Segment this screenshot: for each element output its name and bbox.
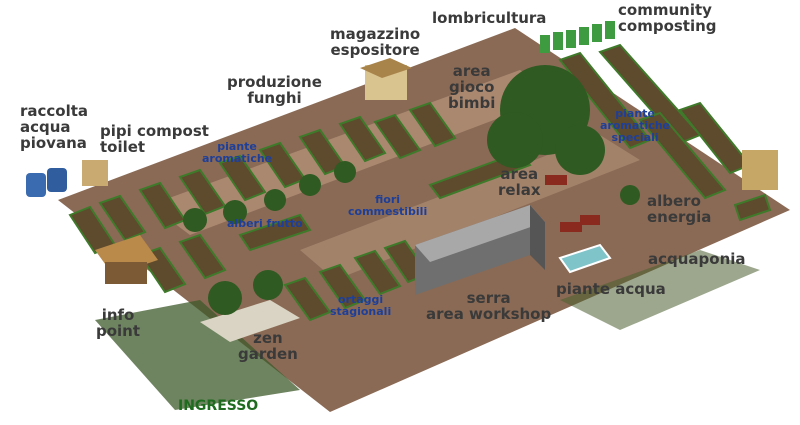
bed <box>373 113 422 160</box>
tree <box>223 200 247 224</box>
bin <box>592 24 602 42</box>
compost-bins <box>540 21 615 53</box>
bed <box>638 111 727 200</box>
bed <box>238 213 312 252</box>
bench <box>545 175 567 185</box>
label-alberi-frutto: alberi frutto <box>227 217 303 230</box>
label-produzione-funghi: produzione funghi <box>227 73 322 108</box>
grass-patch-left <box>95 300 300 410</box>
bin <box>605 21 615 39</box>
bed <box>733 193 772 222</box>
label-acquaponia: acquaponia <box>648 250 746 268</box>
label-piante-acqua: piante acqua <box>556 280 666 298</box>
bed <box>338 115 387 163</box>
label-raccolta-acqua-piovana: raccolta acqua piovana <box>20 102 89 153</box>
bin <box>553 32 563 50</box>
tree <box>487 112 543 168</box>
tree <box>299 174 321 196</box>
label-info-point: info point <box>96 306 141 341</box>
tree <box>253 270 283 300</box>
bed <box>178 233 227 280</box>
tree <box>620 185 640 205</box>
storage-roof <box>360 58 412 78</box>
label-area-relax: area relax <box>498 165 541 200</box>
bed <box>218 154 267 202</box>
bed <box>353 249 402 296</box>
label-ortaggi-stagionali: ortaggi stagionali <box>330 293 392 318</box>
bed <box>98 194 147 242</box>
relax-benches <box>545 175 600 232</box>
aquaponics-tank <box>558 243 612 274</box>
tree <box>334 161 356 183</box>
tank <box>47 168 67 192</box>
tank <box>26 173 46 197</box>
bin <box>566 30 576 48</box>
label-pipi-compost-toilet: pipi compost toilet <box>100 122 209 157</box>
label-zen-garden: zen garden <box>238 329 298 364</box>
rain-tanks <box>26 168 67 197</box>
energy-hut <box>742 150 778 190</box>
bench <box>580 215 600 225</box>
label-piante-aromatiche-speciali: piante aromatiche speciali <box>600 107 671 144</box>
label-lombricultura: lombricultura <box>432 9 547 27</box>
greenhouse <box>415 205 545 295</box>
tree <box>264 189 286 211</box>
bench <box>560 222 582 232</box>
grass-patch-right <box>560 250 760 330</box>
greenhouse-roof <box>415 205 545 262</box>
greenhouse-end <box>530 205 545 270</box>
bed <box>408 101 457 148</box>
cross-path <box>300 135 640 280</box>
label-serra-area-workshop: serra area workshop <box>426 289 552 324</box>
info-point-base <box>105 262 147 284</box>
tree <box>555 125 605 175</box>
tree <box>208 281 242 315</box>
label-fiori-commestibili: fiori commestibili <box>348 193 428 218</box>
bin <box>579 27 589 45</box>
bed <box>283 276 332 322</box>
bed <box>318 263 367 310</box>
label-community-composting: community composting <box>618 1 717 36</box>
label-area-gioco-bimbi: area gioco bimbi <box>448 62 496 113</box>
trees <box>183 65 640 315</box>
compost-toilet-hut <box>82 160 108 186</box>
label-albero-energia: albero energia <box>647 192 712 227</box>
bin <box>540 35 550 53</box>
label-magazzino-espositore: magazzino espositore <box>330 25 421 60</box>
label-ingresso: INGRESSO <box>178 398 259 414</box>
label-piante-aromatiche: piante aromatiche <box>202 140 273 165</box>
tree <box>183 208 207 232</box>
bed <box>558 51 652 150</box>
zen-garden-pad <box>200 300 300 342</box>
